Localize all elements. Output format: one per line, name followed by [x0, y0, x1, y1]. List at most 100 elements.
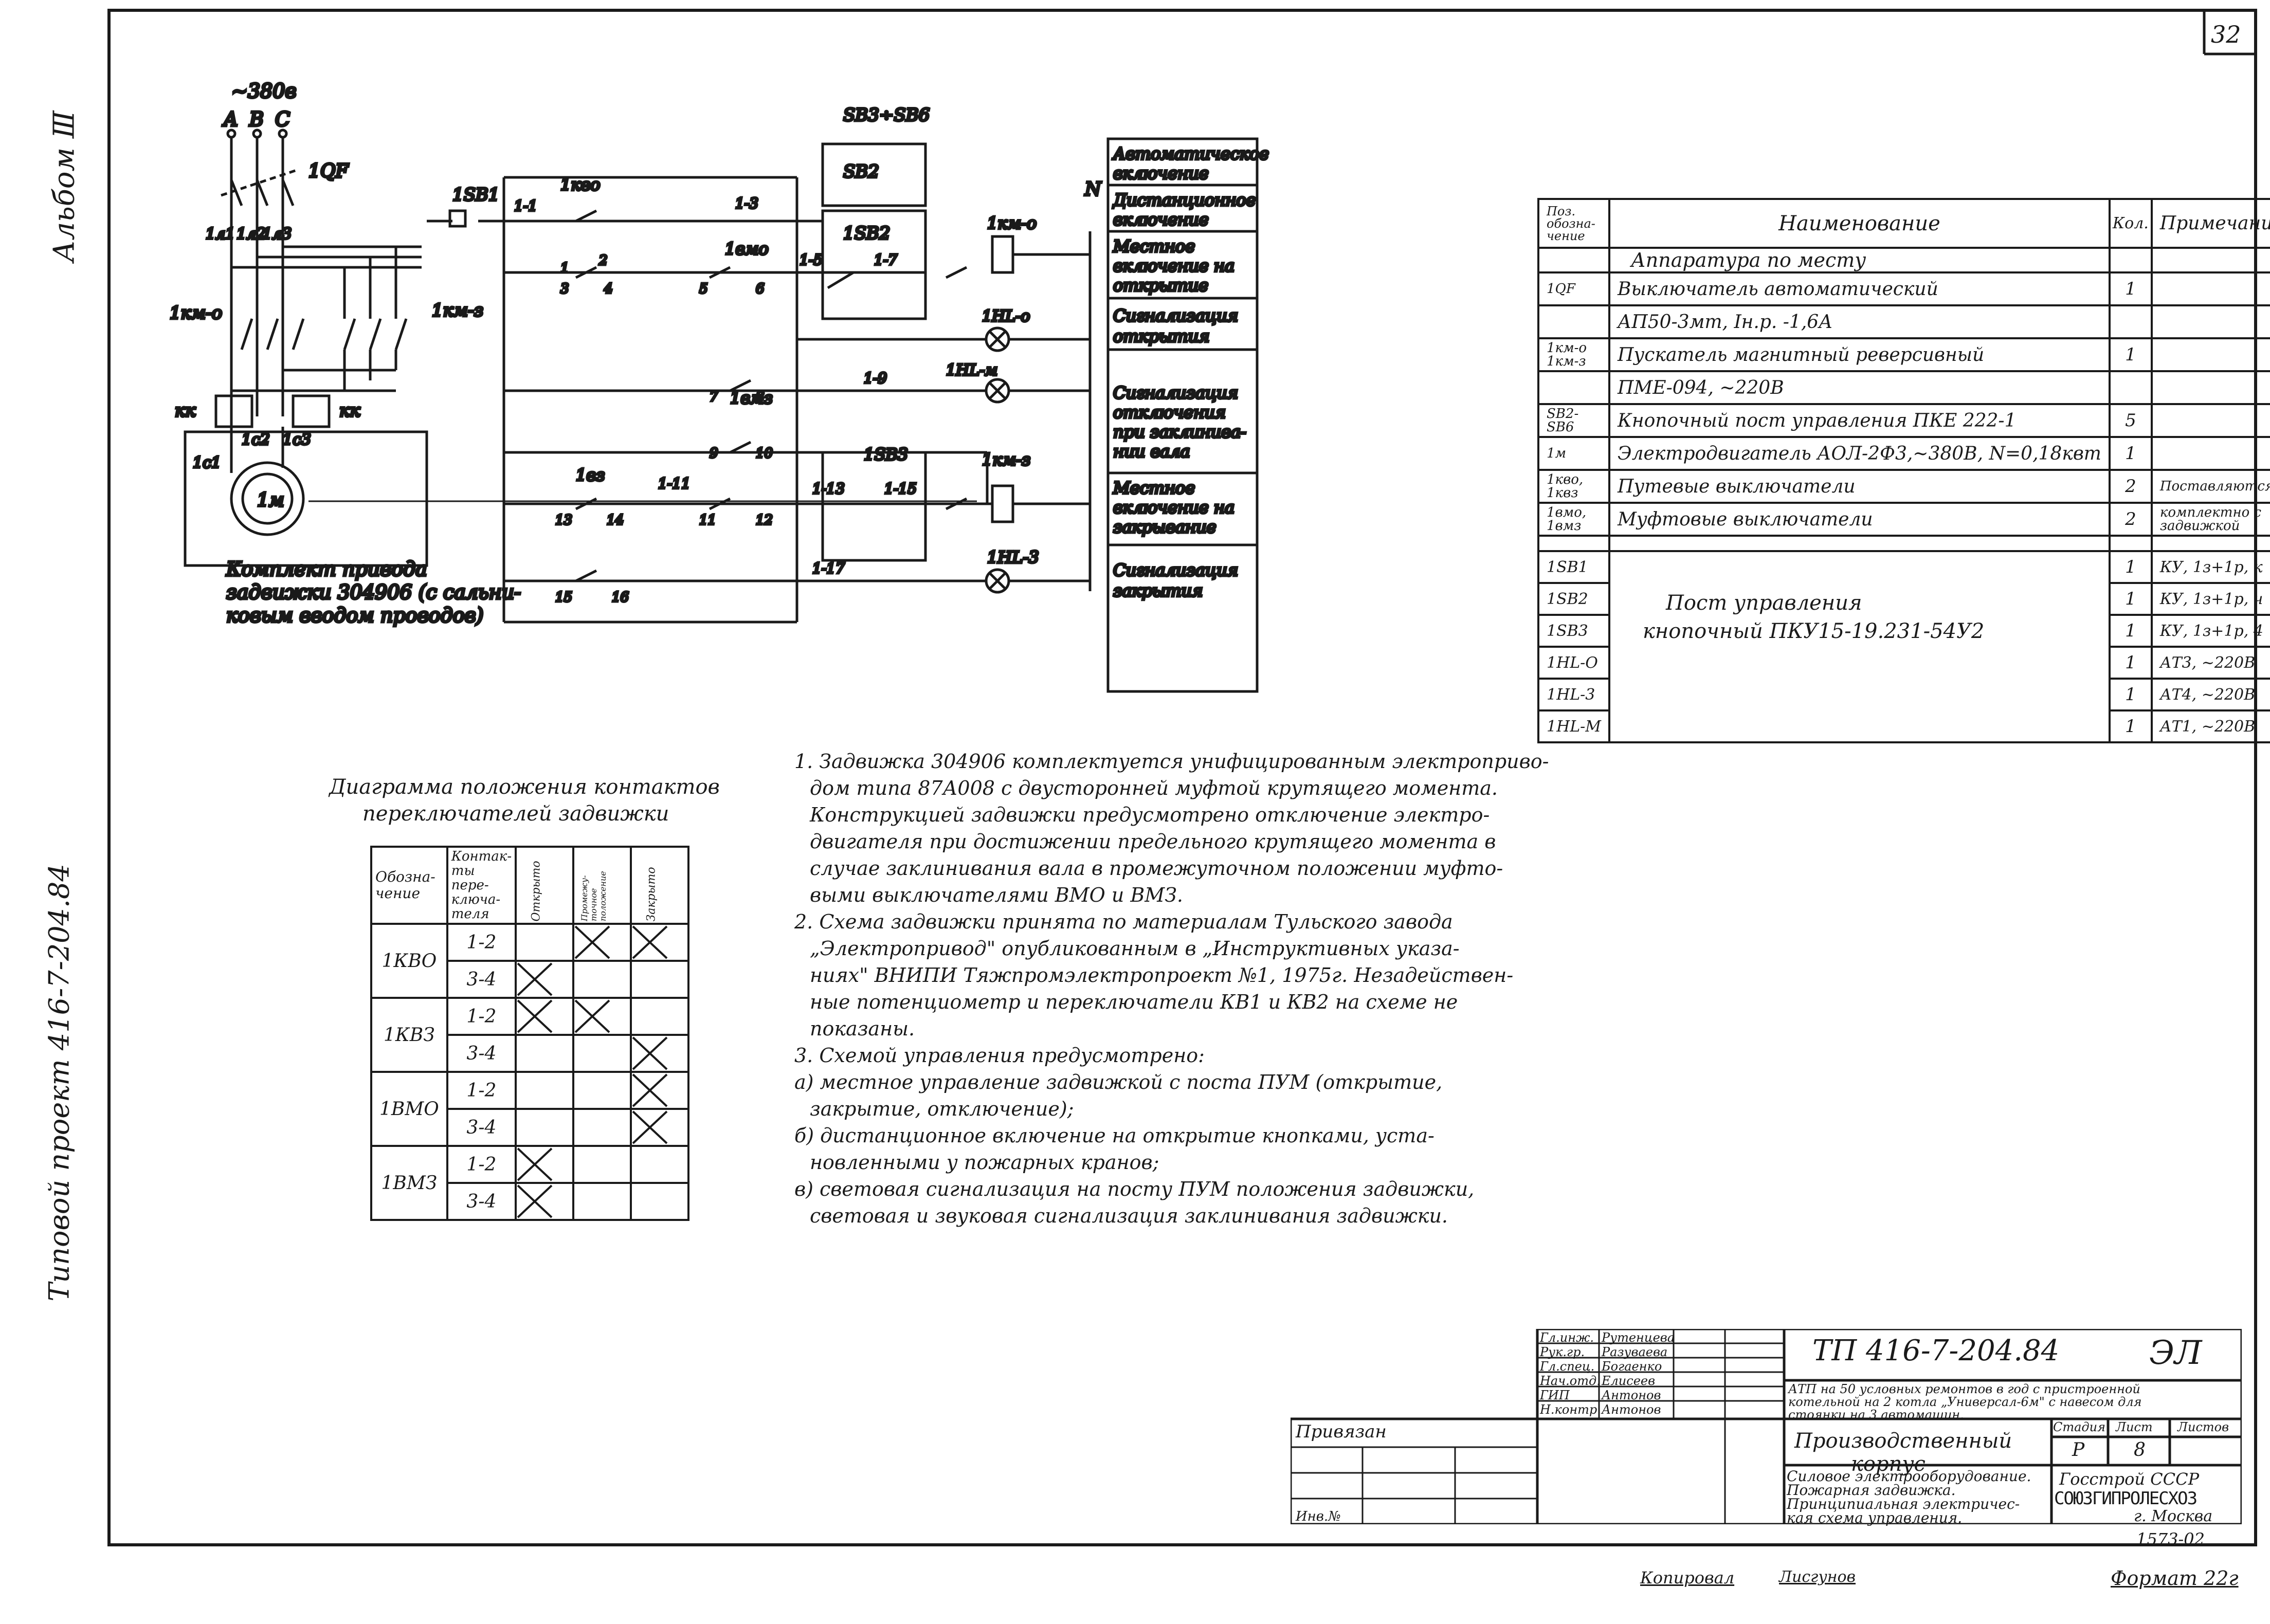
spec-name: АП50-3мт, Iн.р. -1,6А — [1608, 304, 2111, 339]
spec-note — [2150, 271, 2270, 306]
motor-term-c1: 1с1 — [193, 454, 221, 472]
cd-header-mid-text: Промежу- точное положение — [579, 871, 608, 921]
motor-term-c2: 1с2 — [242, 431, 270, 449]
post-pos: 1HL-3 — [1537, 678, 1611, 711]
staff-role: Н.контр. — [1540, 1402, 1601, 1417]
wire-l2: 1л2 — [237, 225, 266, 243]
sw-kvz-label: 1вз — [576, 465, 605, 485]
voltage-label: ~380в — [231, 80, 297, 102]
wire-l3: 1л3 — [262, 225, 292, 243]
cd-contact: 1-2 — [446, 923, 517, 962]
project-code: ТП 416-7-204.84 — [1812, 1334, 2060, 1367]
sb2-coil-label: 1SB2 — [843, 223, 891, 244]
coil-close-label: 1км-з — [982, 450, 1030, 469]
contact-8: 8 — [756, 389, 765, 405]
staff-name: Разуваева — [1602, 1345, 1668, 1359]
contact-closed-mark — [518, 1185, 553, 1218]
note-line: двигателя при достижении предельного кру… — [810, 830, 1496, 853]
cd-mark-cell — [572, 1145, 632, 1184]
drawing-title-2: Пожарная задвижка. — [1787, 1482, 1956, 1499]
post-pos: 1SB1 — [1537, 550, 1611, 584]
cd-mark-cell — [515, 1182, 575, 1221]
spec-qty: 5 — [2108, 403, 2153, 438]
spec-pos: 1км-о 1км-з — [1537, 337, 1611, 372]
page-number: 32 — [2211, 21, 2241, 48]
note-line: случае заклинивания вала в промежуточном… — [810, 857, 1503, 880]
note-line: дом типа 87А008 с двусторонней муфтой кр… — [810, 777, 1498, 799]
cd-mark-cell — [515, 1108, 575, 1147]
post-pos: 1HL-О — [1537, 646, 1611, 680]
phase-a: A — [222, 108, 238, 131]
note-line: ниях" ВНИПИ Тяжпромэлектропроект №1, 197… — [810, 964, 1514, 987]
copied-name: Лисгунов — [1779, 1568, 1856, 1586]
cd-mark-cell — [572, 923, 632, 962]
function-1-line-2: включение — [1113, 163, 1209, 183]
function-5-line-3: при заклинива- — [1113, 422, 1246, 442]
cd-designation: 1КВЗ — [370, 997, 448, 1073]
lamp-m-label: 1HL-м — [946, 361, 997, 379]
staff-role: ГИП — [1540, 1388, 1570, 1402]
code-bottom: 1573-02 — [2136, 1529, 2205, 1549]
function-5-line-4: нии вала — [1113, 442, 1190, 461]
description-3: стоянки на 3 автомашин. — [1788, 1408, 1964, 1422]
cd-mark-cell — [572, 997, 632, 1036]
breaker-label: 1QF — [308, 161, 349, 182]
copied-by: Копировал — [1640, 1568, 1735, 1587]
staff-name: Богаенко — [1602, 1359, 1662, 1374]
drawing-mark: ЭЛ — [2149, 1334, 2202, 1372]
staff-name: Антонов — [1602, 1402, 1661, 1417]
note-line: закрытие, отключение); — [810, 1098, 1074, 1120]
spec-qty: 1 — [2108, 436, 2153, 471]
contact-1: 1 — [560, 261, 569, 276]
cd-mark-cell — [572, 1108, 632, 1147]
notes: 1. Задвижка 304906 комплектуется унифици… — [794, 748, 1586, 1229]
contact-closed-mark — [518, 963, 553, 996]
contact-15: 15 — [555, 590, 572, 605]
cd-mark-cell — [630, 960, 690, 999]
post-qty: 1 — [2108, 678, 2153, 711]
contactor-open-label: 1км-о — [170, 303, 222, 323]
spec-note — [2150, 337, 2270, 372]
sw-kvo-label: 1кво — [560, 175, 600, 194]
format-label: Формат 22г — [2111, 1567, 2239, 1590]
contact-10: 10 — [756, 446, 773, 461]
spec-header-qty: Кол. — [2108, 198, 2153, 249]
node-1-7: 1-7 — [874, 251, 897, 268]
contact-4: 4 — [604, 281, 613, 297]
cd-mark-cell — [630, 923, 690, 962]
cd-mark-cell — [630, 1182, 690, 1221]
node-1-17: 1-17 — [812, 560, 845, 577]
spec-pos: 1кво, 1квз — [1537, 469, 1611, 504]
drawing-title-3: Принципиальная электричес- — [1787, 1495, 2020, 1512]
spec-table: Поз. обозна- чение Наименование Кол. При… — [1537, 198, 2270, 743]
spec-note — [2150, 370, 2270, 405]
spec-pos — [1537, 370, 1611, 405]
spec-name: Выключатель автоматический — [1608, 271, 2111, 306]
post-note: АТ3, ~220В — [2150, 646, 2270, 680]
cd-mark-cell — [572, 960, 632, 999]
album-label: Альбом Ⅲ — [47, 111, 81, 262]
function-3-line-2: включение на — [1113, 256, 1234, 276]
title-block-frame — [1291, 1329, 2242, 1524]
phase-c: C — [275, 108, 290, 131]
contact-closed-mark — [518, 1000, 553, 1033]
coil-open-label: 1км-о — [987, 213, 1037, 233]
stage-label: Стадия — [2053, 1420, 2105, 1434]
note-line: выми выключателями ВМО и ВМЗ. — [810, 884, 1183, 906]
contact-diagram-title-1: Диаграмма положения контактов — [329, 775, 720, 799]
sw-vmz-label: 1вмз — [730, 388, 773, 408]
wire-l1: 1л1 — [206, 225, 235, 243]
spec-name: Путевые выключатели — [1608, 469, 2111, 504]
function-3-line-3: открытие — [1113, 276, 1208, 295]
